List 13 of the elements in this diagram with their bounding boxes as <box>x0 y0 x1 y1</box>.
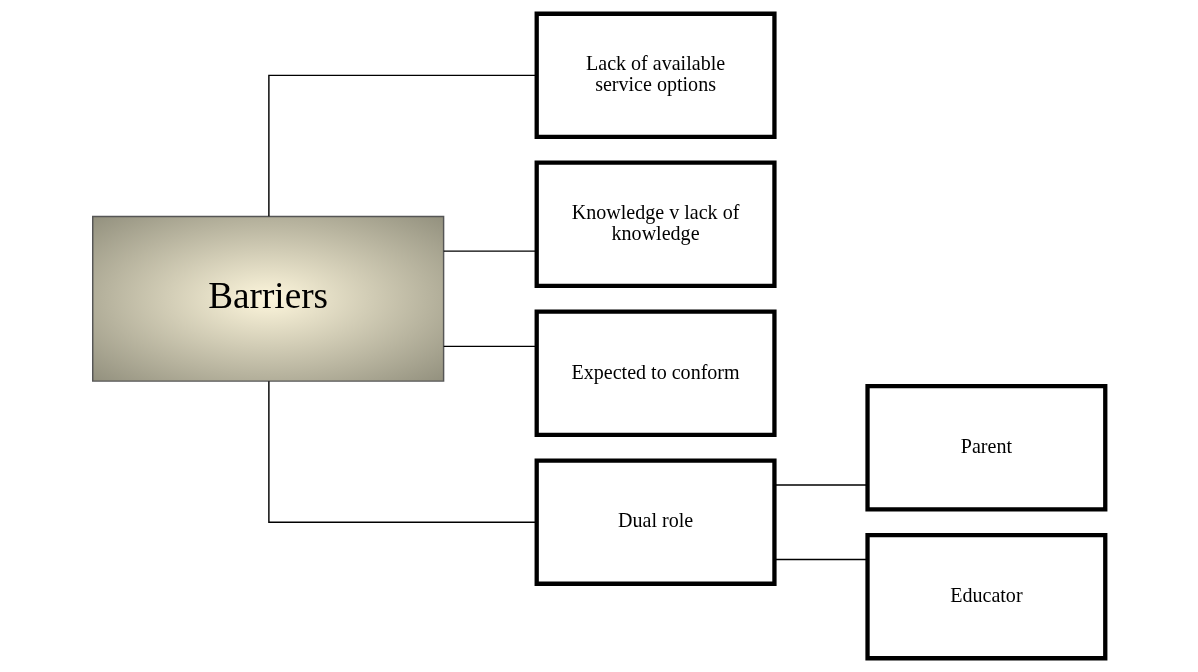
connector <box>773 558 869 561</box>
connector <box>268 380 538 523</box>
node-box: Barriers <box>92 215 445 382</box>
connector <box>443 345 538 348</box>
node-box: Expected to conform <box>534 309 777 437</box>
node-box: Parent <box>865 384 1108 512</box>
connector <box>773 484 869 486</box>
node-box: Knowledge v lack of knowledge <box>534 160 777 288</box>
node-box: Educator <box>865 532 1108 661</box>
connector <box>268 74 538 217</box>
connector <box>443 250 538 252</box>
node-box: Lack of available service options <box>534 11 777 140</box>
node-box: Dual role <box>534 458 777 586</box>
